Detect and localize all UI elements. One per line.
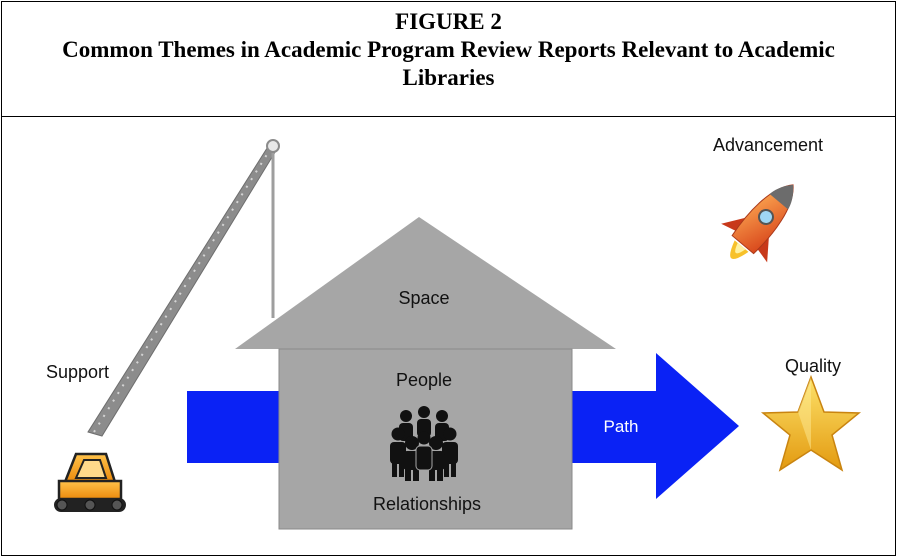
figure-header: FIGURE 2 Common Themes in Academic Progr… xyxy=(2,2,895,117)
arrow-icon xyxy=(187,353,739,499)
star-icon xyxy=(760,374,862,472)
figure-number: FIGURE 2 xyxy=(395,9,502,34)
path-label: Path xyxy=(604,417,639,436)
people-group-icon xyxy=(390,406,458,481)
crane-icon xyxy=(54,139,280,512)
house-icon xyxy=(235,217,616,530)
people-label: People xyxy=(396,370,452,390)
advancement-label: Advancement xyxy=(713,135,823,155)
relationships-label: Relationships xyxy=(373,494,481,514)
space-label: Space xyxy=(398,288,449,308)
figure-title: Common Themes in Academic Program Review… xyxy=(62,37,835,90)
quality-label: Quality xyxy=(785,356,841,376)
support-label: Support xyxy=(46,362,109,382)
rocket-icon xyxy=(721,184,794,263)
